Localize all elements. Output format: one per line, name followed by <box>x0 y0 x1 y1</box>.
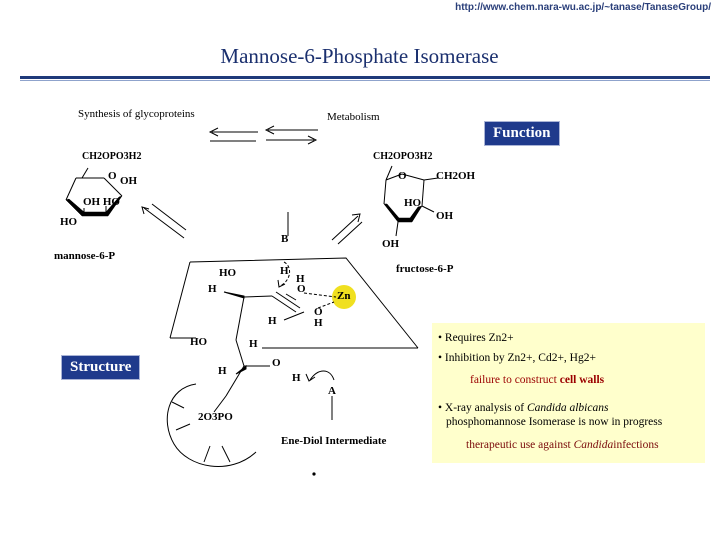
info-xray: • X-ray analysis of Candida albicans <box>438 402 609 414</box>
info-requires-zn: • Requires Zn2+ <box>438 332 514 344</box>
fructose-ring <box>383 165 439 237</box>
stray-dot <box>312 472 316 476</box>
int-ho-mid: HO <box>190 336 208 348</box>
int-h-lower: H <box>314 317 323 329</box>
plane-outline <box>169 257 419 349</box>
zn-label: Zn <box>337 290 351 302</box>
zn-highlight <box>332 285 356 309</box>
mannose-ch2opo3h2: CH2OPO3H2 <box>82 151 142 162</box>
info-box: • Requires Zn2+ • Inhibition by Zn2+, Cd… <box>432 323 705 463</box>
int-h-top-right: H <box>296 273 305 285</box>
equilibrium-arrow-right <box>331 213 363 245</box>
equilibrium-arrow-top <box>208 125 318 145</box>
int-o-bottom: O <box>272 357 281 369</box>
mannose-ring-oxygen: O <box>108 170 117 182</box>
mannose-ring <box>65 167 123 217</box>
structure-badge: Structure <box>61 355 141 380</box>
fructose-ch2opo3h2: CH2OPO3H2 <box>373 151 433 162</box>
info-failure: failure to construct cell walls <box>470 374 605 386</box>
title-divider-thin <box>20 80 710 81</box>
mannose-oh: OH <box>120 175 138 187</box>
cell-walls-emphasis: cell walls <box>559 374 605 386</box>
bullet-icon: • <box>438 332 445 344</box>
fructose-oh-right: OH <box>436 210 454 222</box>
metabolism-label: Metabolism <box>327 111 380 123</box>
page-title: Mannose-6-Phosphate Isomerase <box>220 44 499 68</box>
base-b-label: B <box>281 233 289 245</box>
synthesis-label: Synthesis of glycoproteins <box>78 108 195 120</box>
bullet-icon: • <box>438 352 445 364</box>
phosphate-pocket <box>166 383 257 467</box>
fructose-ch2oh: CH2OH <box>436 170 476 182</box>
phosphate-label: 2O3PO <box>198 411 233 423</box>
acid-a-label: A <box>328 385 336 397</box>
fructose-ho: HO <box>404 197 422 209</box>
int-o-upper: O <box>297 283 306 295</box>
fructose-oh-bottom: OH <box>382 238 400 250</box>
info-therapeutic: therapeutic use against Candidainfection… <box>466 439 659 451</box>
mannose-ho: HO <box>60 216 78 228</box>
int-h-lower-left: H <box>218 365 227 377</box>
source-url: http://www.chem.nara-wu.ac.jp/~tanase/Ta… <box>455 2 711 13</box>
int-h-mid-right: H <box>249 338 258 350</box>
int-h-left: H <box>208 283 217 295</box>
info-inhibition: • Inhibition by Zn2+, Cd2+, Hg2+ <box>438 352 596 364</box>
function-badge: Function <box>484 121 560 146</box>
fructose-name: fructose-6-P <box>396 263 454 275</box>
title-divider <box>20 76 710 79</box>
bullet-icon: • <box>438 402 445 414</box>
int-h-top: H <box>280 265 289 277</box>
int-h-bottom: H <box>292 372 301 384</box>
mannose-oh-ho: OH HO <box>83 196 120 208</box>
mannose-name: mannose-6-P <box>54 250 116 262</box>
fructose-ring-oxygen: O <box>398 170 407 182</box>
int-o-lower: O <box>314 306 323 318</box>
intermediate-bonds <box>213 261 337 420</box>
intermediate-name: Ene-Diol Intermediate <box>281 435 387 447</box>
info-progress: phosphomannose Isomerase is now in progr… <box>446 416 663 428</box>
int-h-middle: H <box>268 315 277 327</box>
equilibrium-arrow-left <box>141 203 187 239</box>
int-ho-top: HO <box>219 267 237 279</box>
